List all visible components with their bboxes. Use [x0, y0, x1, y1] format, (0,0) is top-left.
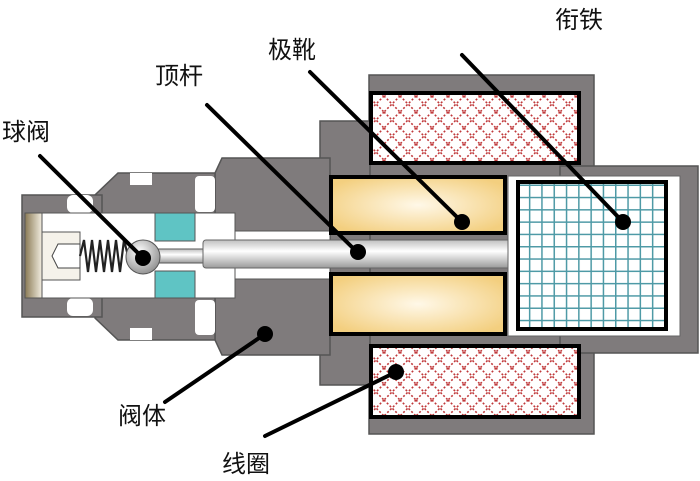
- label-pole-shoe: 极靴: [268, 36, 316, 64]
- spring: [78, 239, 130, 273]
- label-valve-body: 阀体: [118, 402, 166, 430]
- label-ball-valve: 球阀: [2, 118, 50, 146]
- coil-lower: [369, 344, 581, 419]
- label-push-rod: 顶杆: [155, 62, 203, 90]
- label-armature: 衔铁: [555, 6, 603, 34]
- pole-shoe-lower: [329, 272, 507, 336]
- end-cap: [24, 212, 81, 299]
- pole-shoe-upper: [329, 175, 507, 235]
- seal-rings: [154, 212, 196, 299]
- coil-upper: [369, 91, 581, 165]
- label-coil: 线圈: [222, 450, 270, 478]
- leader-lines: [38, 53, 631, 438]
- armature: [516, 180, 668, 331]
